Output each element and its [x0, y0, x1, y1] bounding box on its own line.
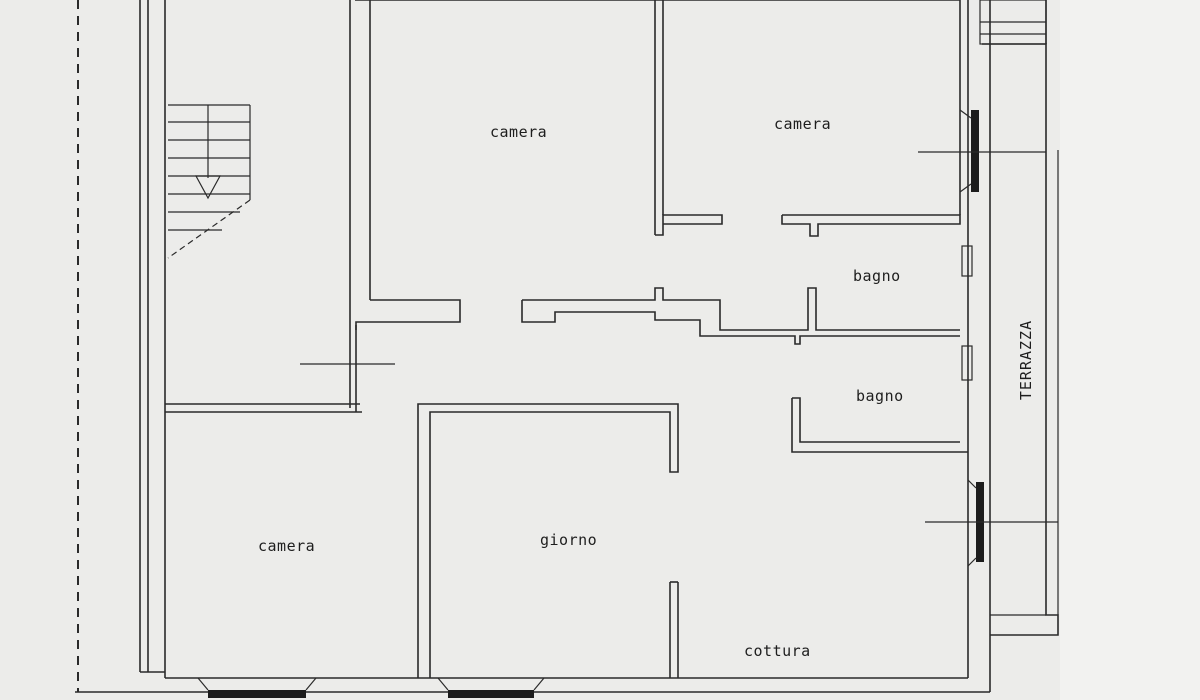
center-camera-walls — [355, 0, 960, 330]
window-giorno-bottom — [448, 690, 534, 698]
bottom-wall-windows — [197, 677, 545, 698]
room-label-camera-bottom-left: camera — [258, 537, 315, 555]
outer-walls — [75, 0, 991, 693]
room-label-camera-top-right: camera — [774, 115, 831, 133]
window-camera-bottom — [208, 690, 306, 698]
stair-direction-arrow-icon — [194, 175, 222, 200]
window-top-right — [971, 110, 979, 192]
stair-room-walls — [165, 0, 362, 413]
right-wall-windows — [959, 109, 984, 567]
top-right-camera-walls — [781, 0, 961, 237]
giorno-walls — [417, 403, 679, 678]
room-label-bagno-lower: bagno — [856, 387, 904, 405]
room-label-cottura: cottura — [744, 642, 811, 660]
window-bagno-lower — [961, 345, 973, 381]
terrace-label: TERRAZZA — [1017, 320, 1035, 400]
staircase — [167, 104, 251, 259]
lower-bagno-walls — [791, 397, 968, 453]
section-cut-lines — [300, 151, 1058, 523]
window-bagno-upper — [961, 245, 973, 277]
corridor-walls — [521, 287, 960, 345]
room-label-camera-center: camera — [490, 123, 547, 141]
terrace — [979, 0, 1059, 636]
room-label-bagno-upper: bagno — [853, 267, 901, 285]
paper-margin — [1060, 0, 1200, 700]
room-label-giorno: giorno — [540, 531, 597, 549]
